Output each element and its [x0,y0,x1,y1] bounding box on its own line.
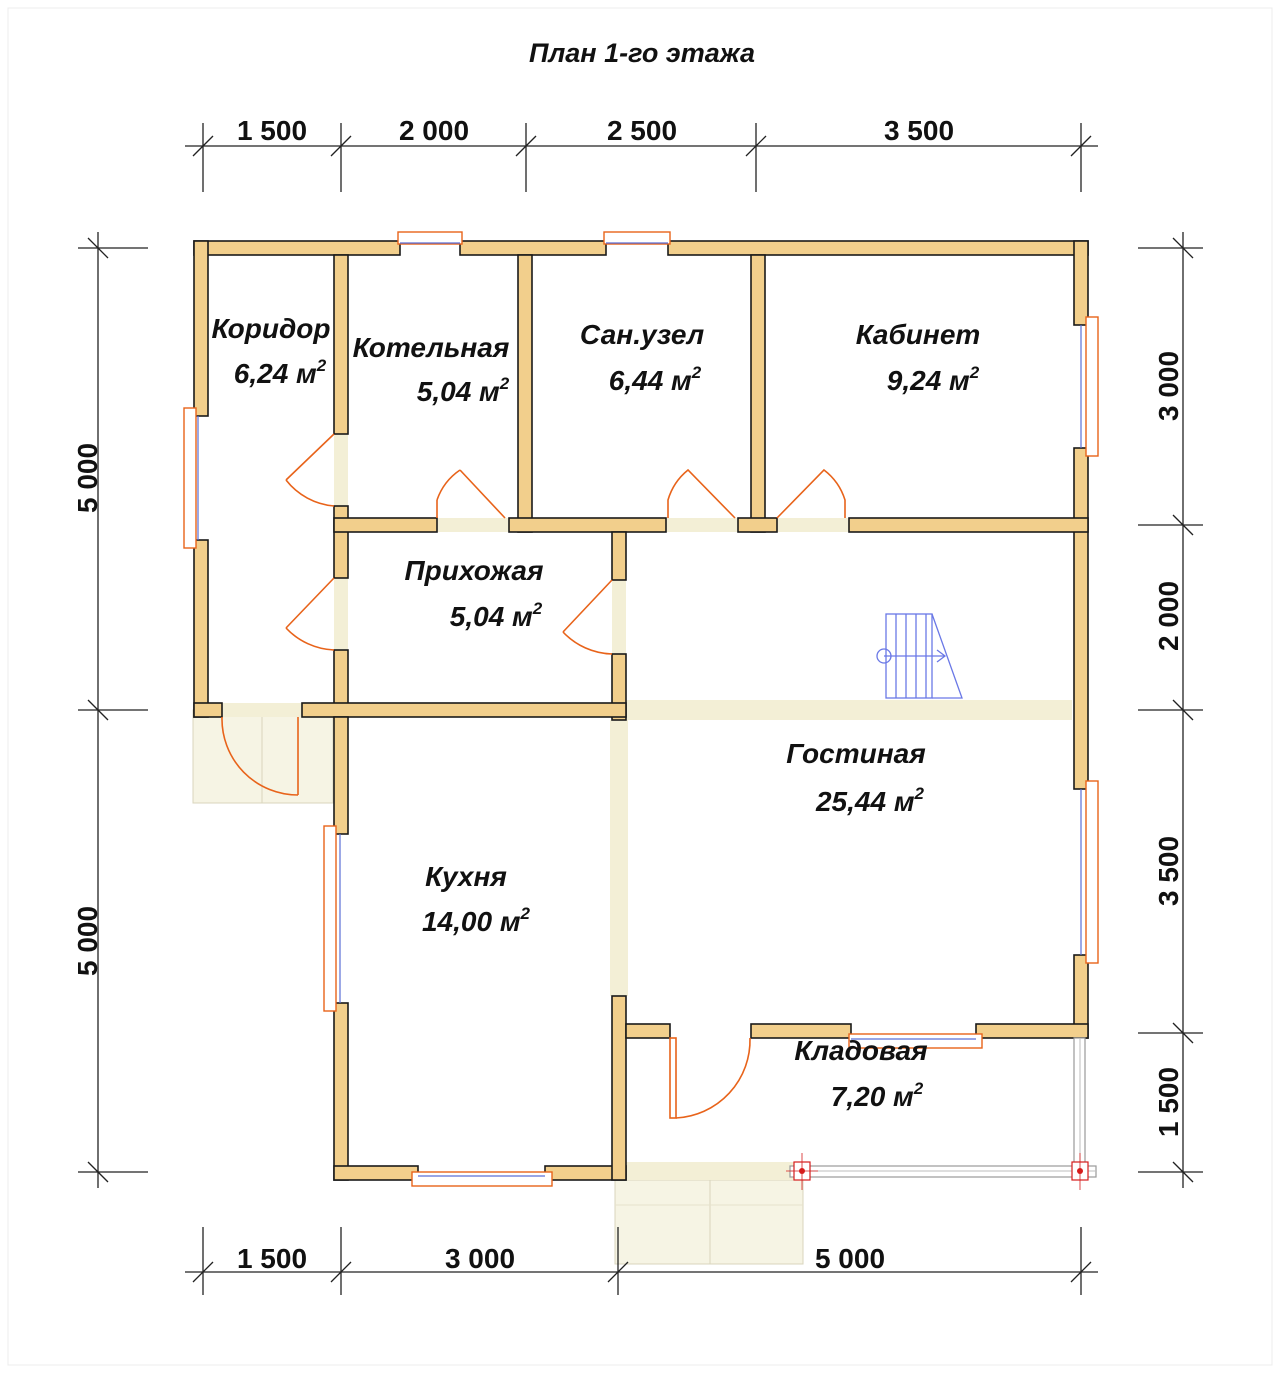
room-koridor-name: Коридор [212,313,331,344]
doorway-openings [222,434,1072,1180]
stairs-symbol [876,613,963,699]
dim-right-1: 3 000 [1153,351,1184,421]
dimension-labels: 1 500 2 000 2 500 3 500 1 500 3 000 5 00… [72,115,1184,1274]
porch-areas [192,709,804,1265]
room-kukhnya-area: 14,00 м2 [422,904,531,937]
dim-top-3: 2 500 [607,115,677,146]
dim-left-1: 5 000 [72,443,103,513]
plan-title: План 1-го этажа [529,38,755,68]
dim-left-2: 5 000 [72,906,103,976]
room-sanuzel-area: 6,44 м2 [609,363,702,396]
room-kladovaya-area: 7,20 м2 [831,1079,924,1112]
dim-bottom-3: 5 000 [815,1243,885,1274]
room-labels: Коридор 6,24 м2 Котельная 5,04 м2 Сан.уз… [212,313,981,1112]
room-kladovaya-name: Кладовая [794,1035,927,1066]
dim-bottom-2: 3 000 [445,1243,515,1274]
dim-right-4: 1 500 [1153,1067,1184,1137]
dim-right-2: 2 000 [1153,581,1184,651]
doors [221,433,846,1119]
room-kotelnaya-name: Котельная [353,332,510,363]
room-prikhozhaya-area: 5,04 м2 [450,599,543,632]
room-gostinaya-area: 25,44 м2 [815,784,925,817]
room-sanuzel-name: Сан.узел [580,319,704,350]
dim-top-4: 3 500 [884,115,954,146]
dim-right-3: 3 500 [1153,836,1184,906]
terrace-railing [786,1037,1097,1190]
room-koridor-area: 6,24 м2 [234,356,327,389]
dimension-lines [78,123,1203,1295]
dim-top-2: 2 000 [399,115,469,146]
walls [193,240,1089,1181]
dim-bottom-1: 1 500 [237,1243,307,1274]
room-kotelnaya-area: 5,04 м2 [417,374,510,407]
windows [183,231,1099,1187]
room-gostinaya-name: Гостиная [786,738,925,769]
room-kukhnya-name: Кухня [425,861,507,892]
dim-top-1: 1 500 [237,115,307,146]
room-kabinet-area: 9,24 м2 [887,363,980,396]
room-kabinet-name: Кабинет [856,319,981,350]
room-prikhozhaya-name: Прихожая [405,555,544,586]
